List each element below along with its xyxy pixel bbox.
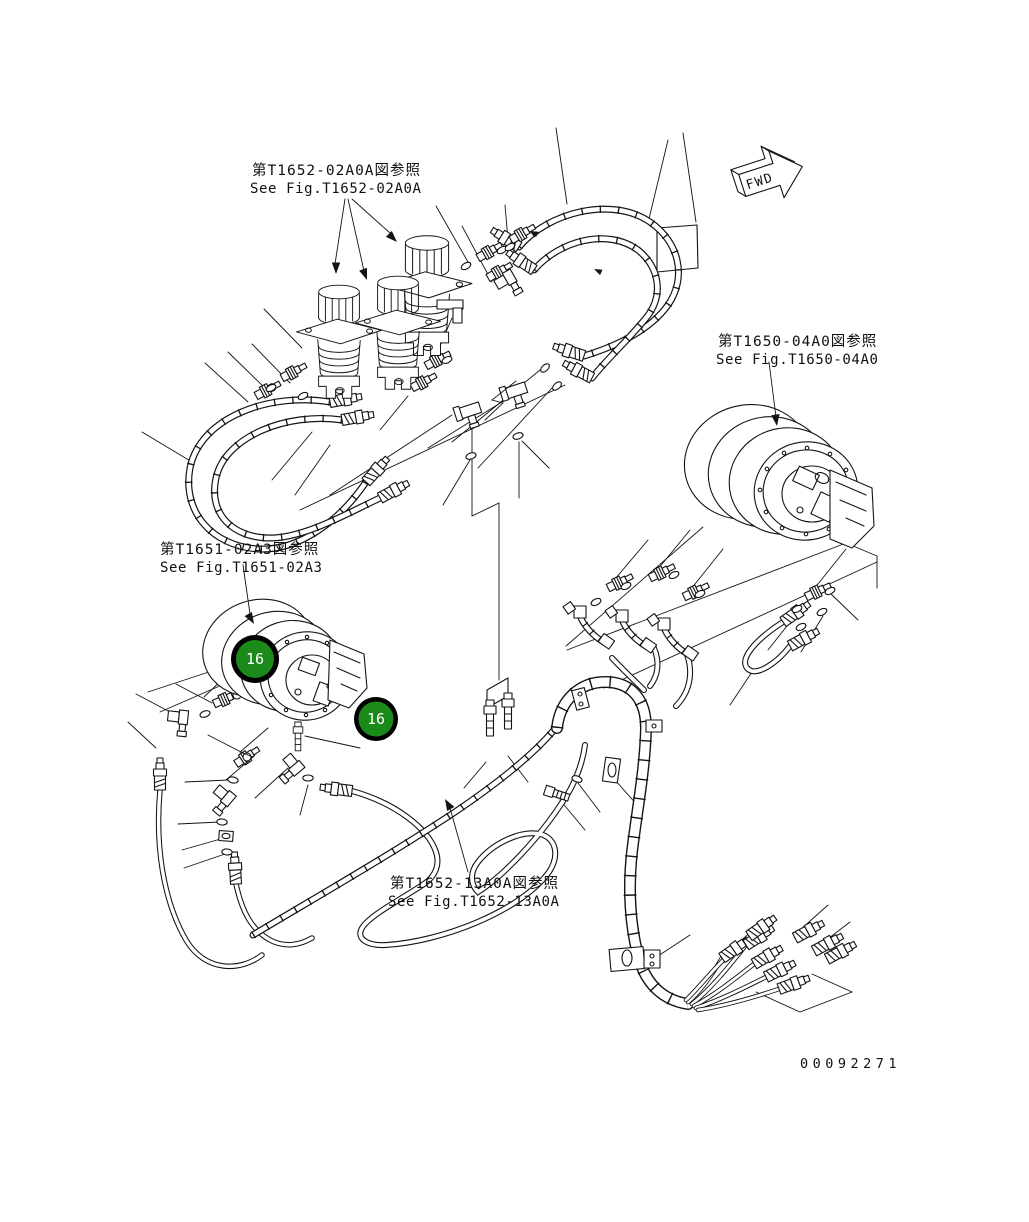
arrowhead	[592, 266, 603, 276]
valve-assembly	[381, 235, 473, 356]
o-ring	[459, 260, 473, 272]
ref-label-jp: 第T1652-02A0A図参照	[252, 161, 421, 179]
clamp-bracket	[645, 719, 663, 733]
travel-motor-right	[683, 404, 875, 549]
fitting-adapter	[501, 692, 515, 730]
valve-assembly	[296, 284, 382, 399]
ref-label-jp: 第T1652-13A0A図参照	[390, 874, 559, 892]
reference-labels: 第T1652-02A0A図参照 See Fig.T1652-02A0A 第T16…	[160, 161, 901, 1072]
o-ring	[216, 818, 228, 826]
arrowhead	[385, 230, 400, 245]
o-ring	[589, 596, 603, 608]
fitting-elbow	[203, 782, 237, 817]
drawing-number: 00092271	[800, 1056, 901, 1072]
callout-number: 16	[367, 710, 385, 728]
o-ring	[221, 848, 233, 856]
hose-fitting	[360, 453, 393, 487]
clamps	[571, 686, 663, 972]
hex-nut	[218, 829, 234, 843]
elbow-hose	[605, 606, 657, 654]
clamp-plate	[643, 949, 661, 969]
ref-label-en: See Fig.T1652-02A0A	[250, 181, 422, 197]
hose-fitting	[227, 851, 244, 885]
hose-diagonal-main	[249, 726, 558, 939]
hose-loop-bottom	[349, 742, 588, 949]
hose-loop-top	[515, 205, 699, 382]
callout-number: 16	[246, 650, 264, 668]
ref-label-jp: 第T1651-02A3図参照	[160, 540, 319, 558]
callout-16-b[interactable]: 16	[354, 697, 398, 741]
bolt	[542, 784, 571, 804]
arrowhead	[359, 267, 371, 282]
hose-fitting	[376, 476, 412, 505]
o-ring	[550, 379, 564, 393]
hose-left-column	[155, 787, 315, 969]
arrowhead	[441, 796, 455, 812]
arrowhead	[331, 262, 341, 274]
clamp	[601, 756, 622, 784]
fitting-elbow	[271, 751, 306, 785]
ref-label-en: See Fig.T1650-04A0	[716, 352, 879, 368]
ref-label-en: See Fig.T1651-02A3	[160, 560, 323, 576]
o-ring	[511, 430, 525, 442]
o-ring	[198, 708, 212, 720]
hose-fitting	[560, 356, 596, 385]
hose-fitting	[318, 780, 354, 799]
solenoid-valve-group	[296, 235, 473, 399]
o-ring	[302, 774, 314, 782]
fitting-tee	[498, 379, 532, 413]
o-ring	[538, 361, 552, 375]
fitting-tee	[452, 399, 486, 433]
fitting-adapter	[292, 721, 304, 752]
clamp-bracket	[571, 686, 590, 711]
hose-fitting	[791, 916, 827, 945]
ref-label-en: See Fig.T1652-13A0A	[388, 894, 560, 910]
hose-fitting	[551, 339, 587, 363]
hose-u-left	[184, 396, 384, 553]
reference-arrows	[242, 198, 782, 873]
hose-bundle-fan	[683, 933, 854, 1013]
hose-u-tube-right	[742, 619, 793, 675]
ref-label-jp: 第T1650-04A0図参照	[718, 332, 877, 350]
fitting-nipple	[278, 359, 310, 384]
fitting-adapter	[483, 699, 497, 737]
panel-outline	[471, 427, 520, 709]
fwd-marker: FWD	[730, 145, 803, 199]
hose-fitting	[340, 407, 376, 427]
o-ring	[464, 450, 478, 462]
hose-fitting	[152, 757, 168, 791]
callout-16-a[interactable]: 16	[231, 635, 279, 683]
fitting-elbow	[165, 708, 190, 738]
o-ring	[815, 606, 829, 618]
